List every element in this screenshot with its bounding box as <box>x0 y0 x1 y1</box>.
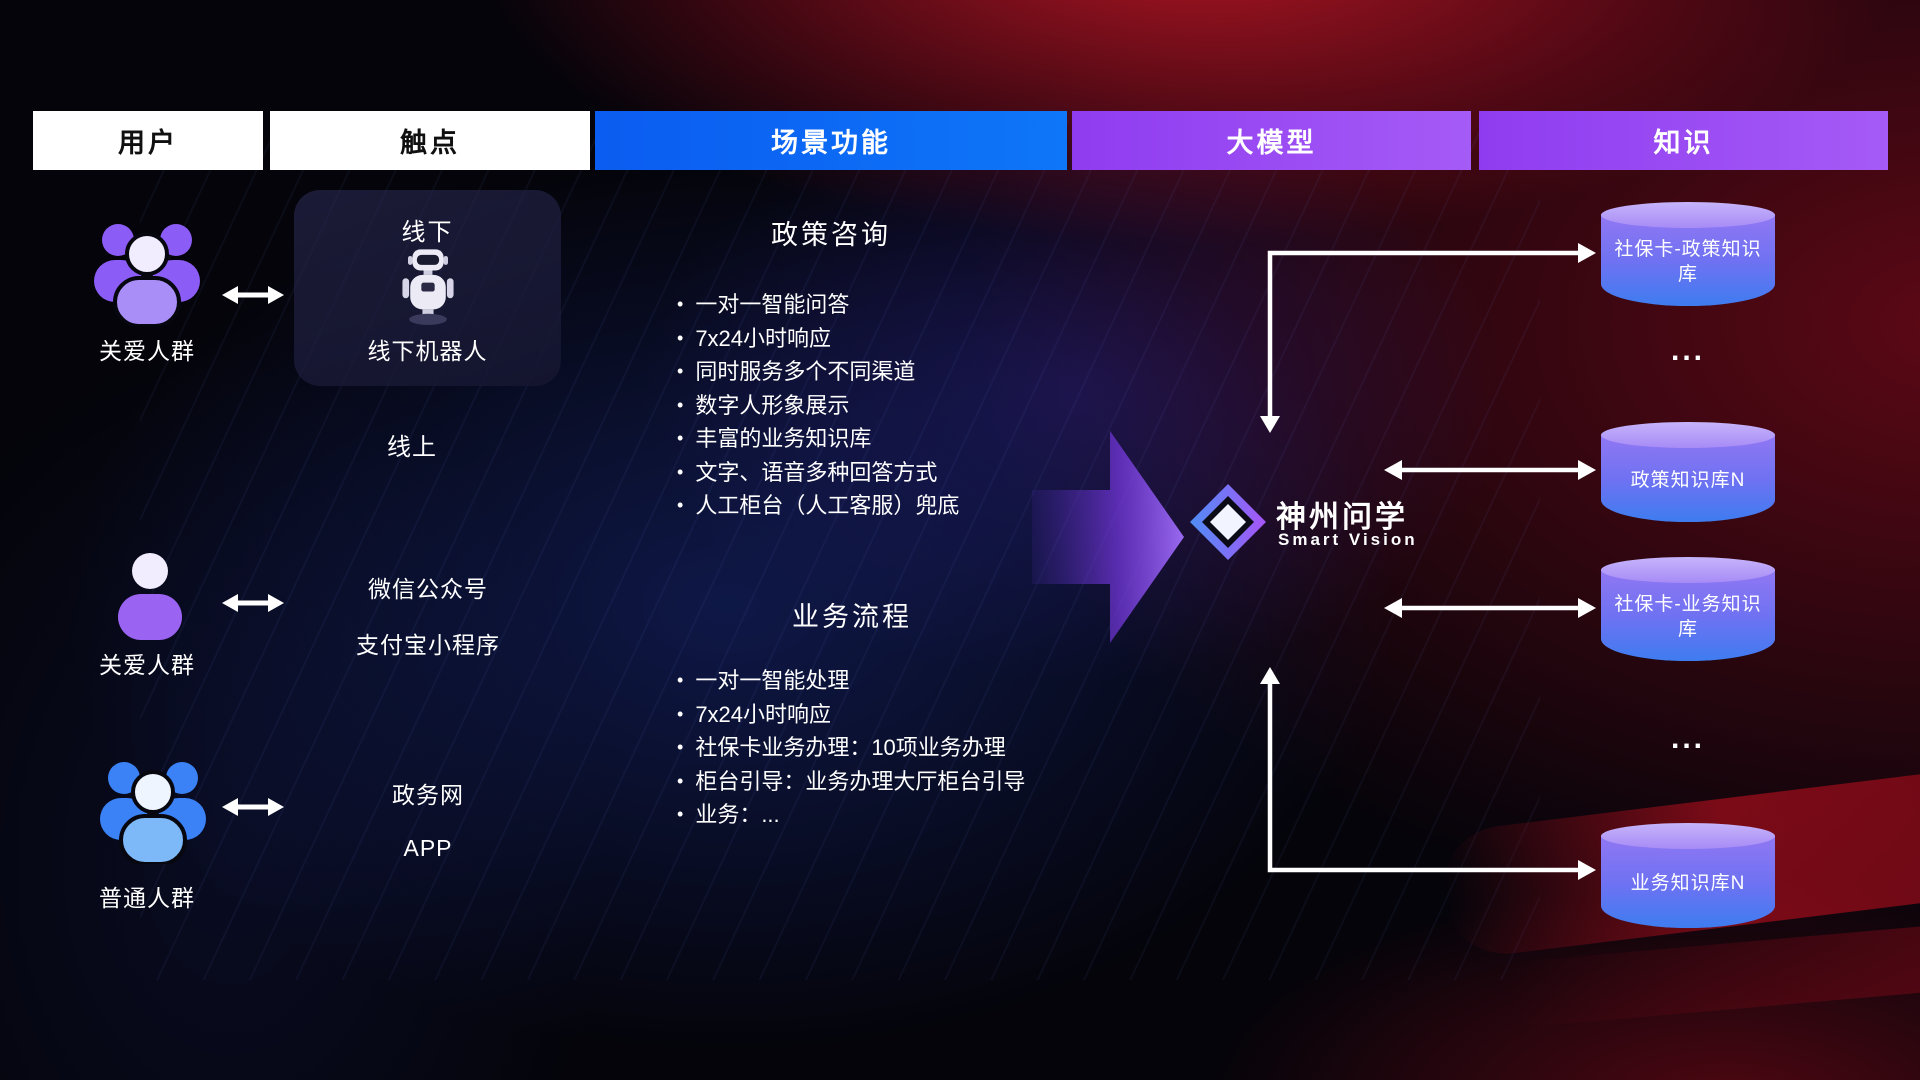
flow-arrow-icon <box>1032 431 1184 643</box>
policy-section-title: 政策咨询 <box>771 220 891 250</box>
user-group-label: 普通人群 <box>99 885 195 911</box>
more-items-ellipsis: ... <box>1670 722 1705 755</box>
list-item: 柜台引导：业务办理大厅柜台引导 <box>677 766 1025 800</box>
list-item: 同时服务多个不同渠道 <box>677 356 959 390</box>
knowledge-base-cylinder: 政策知识库N <box>1601 422 1775 522</box>
list-item: 文字、语音多种回答方式 <box>677 457 959 491</box>
offline-title: 线下 <box>401 219 454 246</box>
header-col-touchpoint: 触点 <box>270 111 590 170</box>
more-items-ellipsis: ... <box>1670 334 1705 367</box>
list-item: 一对一智能处理 <box>677 665 1025 699</box>
channel-alipay: 支付宝小程序 <box>356 632 500 658</box>
robot-icon <box>401 249 454 325</box>
offline-touchpoint-card: 线下 线下机器人 <box>294 190 561 386</box>
online-title: 线上 <box>387 434 437 461</box>
user-group-label: 关爱人群 <box>99 338 195 364</box>
care-person-icon <box>118 553 182 640</box>
knowledge-base-label: 社保卡-政策知识库 <box>1614 239 1762 285</box>
list-item: 丰富的业务知识库 <box>677 423 959 457</box>
header-col-scenario: 场景功能 <box>595 111 1067 170</box>
business-feature-list: 一对一智能处理 7x24小时响应 社保卡业务办理：10项业务办理 柜台引导：业务… <box>677 665 1025 833</box>
bidirectional-arrow-icon <box>222 286 284 304</box>
knowledge-base-label: 社保卡-业务知识库 <box>1614 594 1762 640</box>
list-item: 一对一智能问答 <box>677 289 959 323</box>
list-item: 数字人形象展示 <box>677 390 959 424</box>
knowledge-base-label: 业务知识库N <box>1630 873 1746 895</box>
business-section-title: 业务流程 <box>792 602 912 632</box>
header-col-user: 用户 <box>33 111 263 170</box>
general-group-icon <box>100 762 206 864</box>
user-group-label: 关爱人群 <box>99 652 195 678</box>
bidirectional-arrow-icon <box>222 798 284 816</box>
channel-gov-web: 政务网 <box>392 782 464 808</box>
list-item: 业务：... <box>677 799 1025 833</box>
header-col-model: 大模型 <box>1072 111 1471 170</box>
knowledge-base-cylinder: 社保卡-业务知识库 <box>1601 557 1775 661</box>
bidirectional-arrow-icon <box>222 594 284 612</box>
knowledge-base-cylinder: 业务知识库N <box>1601 823 1775 928</box>
list-item: 7x24小时响应 <box>677 323 959 357</box>
list-item: 人工柜台（人工客服）兜底 <box>677 490 959 524</box>
header-col-knowledge: 知识 <box>1479 111 1888 170</box>
channel-wechat: 微信公众号 <box>368 576 488 602</box>
knowledge-connector-arrows <box>1260 243 1596 880</box>
knowledge-base-cylinder: 社保卡-政策知识库 <box>1601 202 1775 306</box>
channel-app: APP <box>403 835 453 861</box>
care-group-icon <box>94 224 200 326</box>
list-item: 社保卡业务办理：10项业务办理 <box>677 732 1025 766</box>
knowledge-base-label: 政策知识库N <box>1630 469 1746 491</box>
offline-device-label: 线下机器人 <box>367 338 488 364</box>
list-item: 7x24小时响应 <box>677 699 1025 733</box>
policy-feature-list: 一对一智能问答 7x24小时响应 同时服务多个不同渠道 数字人形象展示 丰富的业… <box>677 289 959 524</box>
